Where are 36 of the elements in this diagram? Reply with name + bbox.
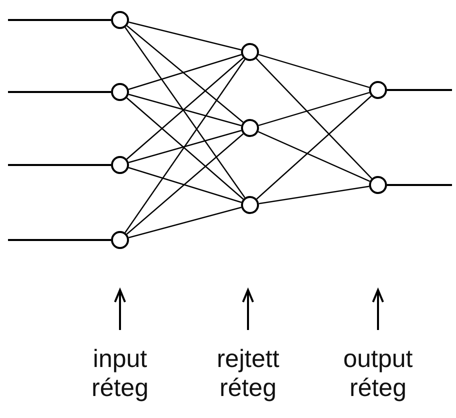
layer-label: input réteg <box>90 345 150 403</box>
connection-line <box>128 206 242 238</box>
neuron-circle <box>111 231 129 249</box>
neuron-circle <box>111 156 129 174</box>
layer-label: output réteg <box>342 345 414 403</box>
connection-line <box>126 133 244 235</box>
connection-line <box>128 22 242 50</box>
connection-line <box>126 57 244 160</box>
neuron-circle <box>241 119 259 137</box>
connection-line <box>128 54 242 90</box>
signal-line <box>387 89 452 91</box>
neuron-circle <box>111 11 129 29</box>
connection-line <box>126 97 244 200</box>
layer-label: rejtett réteg <box>216 345 280 403</box>
connection-line <box>256 58 372 179</box>
neuron-circle <box>241 196 259 214</box>
connection-line <box>258 92 370 126</box>
neuron-circle <box>111 83 129 101</box>
signal-line <box>8 164 111 166</box>
connection-line <box>258 54 370 88</box>
connection-line <box>128 167 242 203</box>
signal-line <box>8 239 111 241</box>
signal-line <box>387 184 452 186</box>
connection-line <box>128 130 242 164</box>
connection-line <box>124 59 246 233</box>
connection-line <box>128 94 242 126</box>
connection-line <box>258 131 370 182</box>
connection-line <box>124 27 246 198</box>
signal-line <box>8 19 111 21</box>
connection-line <box>256 96 372 200</box>
neuron-circle <box>369 176 387 194</box>
connection-line <box>126 25 244 123</box>
connection-line <box>258 186 370 204</box>
neuron-circle <box>369 81 387 99</box>
neuron-circle <box>241 43 259 61</box>
signal-line <box>8 91 111 93</box>
